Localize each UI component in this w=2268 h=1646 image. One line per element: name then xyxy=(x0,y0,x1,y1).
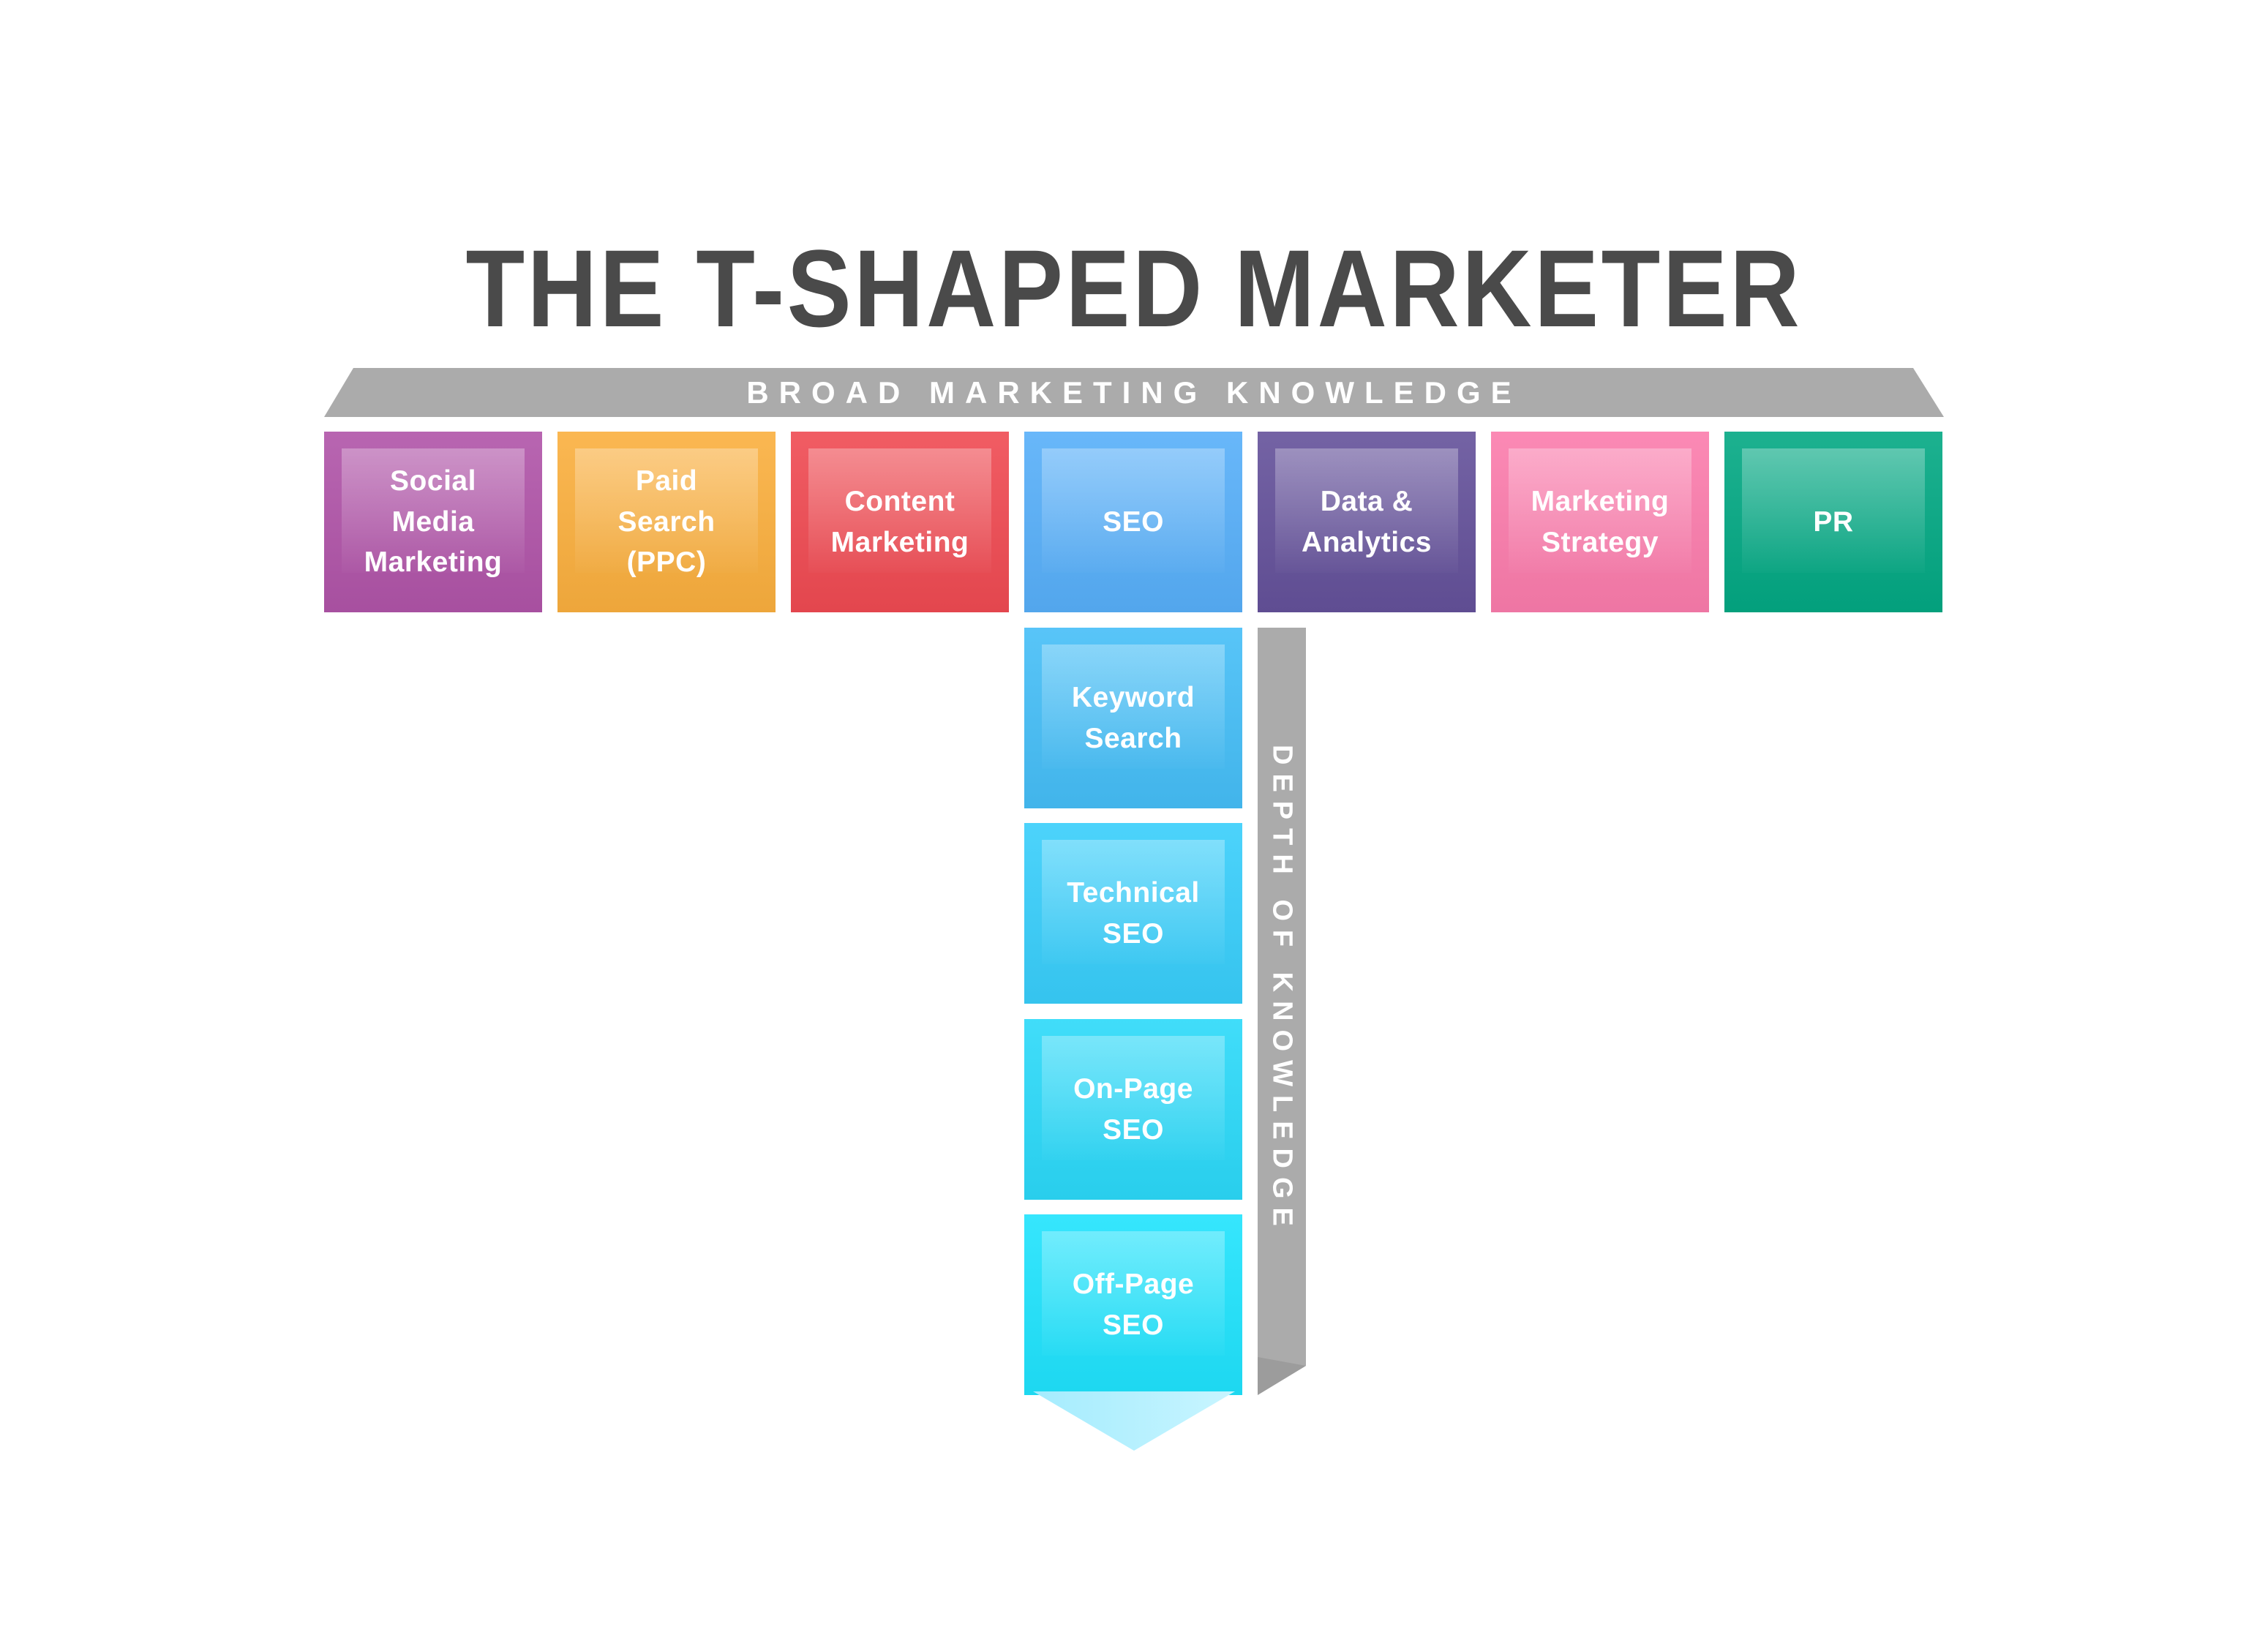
box-keyword-search: Keyword Search xyxy=(1024,628,1242,808)
box-label: Marketing Strategy xyxy=(1531,486,1670,558)
box-marketing-strategy: Marketing Strategy xyxy=(1491,432,1709,612)
page-title: THE T-SHAPED MARKETER xyxy=(0,225,2268,352)
box-pr: PR xyxy=(1724,432,1942,612)
box-label: Social Media Marketing xyxy=(364,465,503,579)
box-social-media-marketing: Social Media Marketing xyxy=(324,432,542,612)
box-label: Content Marketing xyxy=(830,486,969,558)
broad-knowledge-banner-label: BROAD MARKETING KNOWLEDGE xyxy=(746,375,1522,410)
box-label: SEO xyxy=(1103,506,1164,538)
box-off-page-seo: Off-Page SEO xyxy=(1024,1214,1242,1395)
box-on-page-seo: On-Page SEO xyxy=(1024,1019,1242,1200)
box-label: Keyword Search xyxy=(1071,682,1195,754)
depth-of-knowledge-ribbon: DEPTH OF KNOWLEDGE xyxy=(1258,628,1306,1395)
box-label: Off-Page SEO xyxy=(1072,1269,1195,1341)
box-label: Paid Search (PPC) xyxy=(617,465,716,579)
depth-of-knowledge-label: DEPTH OF KNOWLEDGE xyxy=(1266,744,1298,1235)
box-paid-search-ppc: Paid Search (PPC) xyxy=(557,432,776,612)
broad-knowledge-banner: BROAD MARKETING KNOWLEDGE xyxy=(324,368,1944,417)
box-label: PR xyxy=(1813,506,1854,538)
box-label: Technical SEO xyxy=(1067,877,1200,950)
arrow-down-icon xyxy=(1033,1391,1235,1451)
box-label: On-Page SEO xyxy=(1073,1073,1193,1146)
box-data-analytics: Data & Analytics xyxy=(1258,432,1476,612)
box-seo: SEO xyxy=(1024,432,1242,612)
box-technical-seo: Technical SEO xyxy=(1024,823,1242,1004)
page-title-text: THE T-SHAPED MARKETER xyxy=(465,227,1803,350)
box-content-marketing: Content Marketing xyxy=(791,432,1009,612)
box-label: Data & Analytics xyxy=(1302,486,1432,558)
